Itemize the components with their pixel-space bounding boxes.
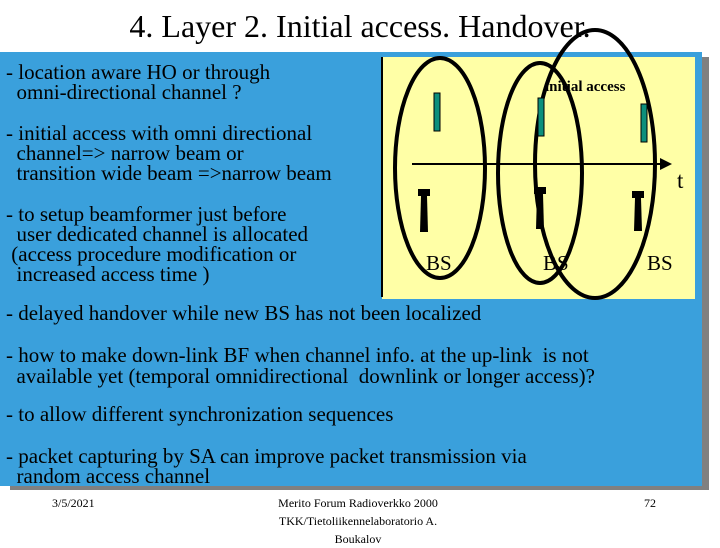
bullet-location-aware-line1: - location aware HO or through bbox=[6, 60, 271, 84]
initial-access-label: initial access bbox=[545, 79, 626, 95]
footer-center-line2: TKK/Tietoliikennelaboratorio A. bbox=[278, 514, 438, 528]
bullet-beamformer-line2: user dedicated channel is allocated bbox=[6, 222, 309, 246]
bullet-packet-capturing-line2: random access channel bbox=[6, 464, 211, 488]
base-station-icon-3 bbox=[632, 191, 644, 231]
footer-date: 3/5/2021 bbox=[52, 496, 95, 510]
page-number: 72 bbox=[644, 496, 656, 510]
footer-center-line1: Merito Forum Radioverkko 2000 bbox=[278, 496, 438, 510]
bs-label-3: BS bbox=[647, 251, 673, 275]
bullet-initial-access-line3: transition wide beam =>narrow beam bbox=[6, 161, 332, 185]
time-axis-arrow-icon bbox=[660, 158, 672, 170]
slide-title: 4. Layer 2. Initial access. Handover. bbox=[129, 8, 591, 44]
antenna-icon-1 bbox=[433, 92, 441, 132]
bullet-sync-sequences: - to allow different synchronization seq… bbox=[6, 402, 394, 426]
bullet-initial-access-line1: - initial access with omni directional bbox=[6, 121, 313, 145]
base-station-icon-1 bbox=[418, 189, 430, 232]
bullet-beamformer-line1: - to setup beamformer just before bbox=[6, 202, 287, 226]
footer-center-line3: Boukalov bbox=[334, 532, 382, 546]
antenna-icon-2 bbox=[537, 97, 545, 137]
bullet-packet-capturing-line1: - packet capturing by SA can improve pac… bbox=[6, 444, 527, 468]
base-station-icon-2 bbox=[534, 187, 546, 229]
diagram-left-border bbox=[381, 57, 383, 297]
time-axis-label: t bbox=[677, 168, 684, 193]
bullet-downlink-bf-line2: available yet (temporal omnidirectional … bbox=[6, 364, 595, 388]
antenna-icon-3 bbox=[640, 103, 648, 143]
bullet-delayed-handover: - delayed handover while new BS has not … bbox=[6, 301, 482, 325]
coverage-ellipse-1 bbox=[393, 56, 487, 280]
bullet-downlink-bf-line1: - how to make down-link BF when channel … bbox=[6, 343, 589, 367]
bullet-initial-access-line2: channel=> narrow beam or bbox=[6, 141, 244, 165]
bullet-beamformer-line3: (access procedure modification or bbox=[6, 242, 297, 266]
footer-center: Merito Forum Radioverkko 2000 TKK/Tietol… bbox=[248, 494, 468, 548]
bullet-beamformer-line4: increased access time ) bbox=[6, 262, 210, 286]
bs-label-1: BS bbox=[426, 251, 452, 275]
bullet-location-aware-line2: omni-directional channel ? bbox=[6, 80, 242, 104]
bs-label-2: BS bbox=[543, 251, 569, 275]
coverage-ellipse-2 bbox=[496, 61, 584, 285]
